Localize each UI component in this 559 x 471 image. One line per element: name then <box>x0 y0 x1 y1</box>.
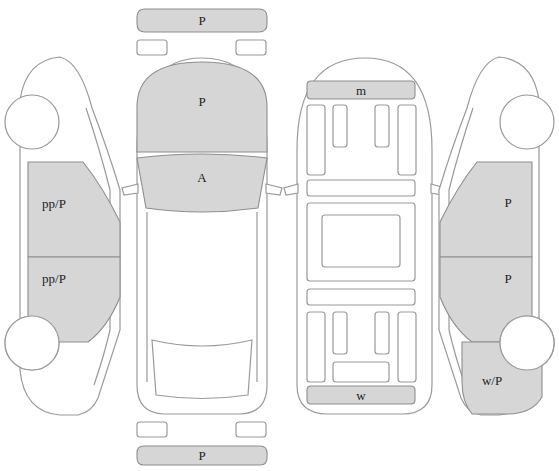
damage-code: P <box>198 95 205 108</box>
panel-mark: pp/P <box>28 162 120 257</box>
panel-mark: w <box>307 386 415 404</box>
damage-code: w/P <box>482 374 502 387</box>
damage-code: w <box>356 389 365 402</box>
damage-code: pp/P <box>42 197 66 210</box>
panel-outline <box>307 81 415 99</box>
panel-mark: P <box>137 62 267 152</box>
panel-shading <box>440 162 532 257</box>
wheel-symbol <box>500 316 554 370</box>
damage-code: P <box>504 272 511 285</box>
panel-outline <box>137 154 267 212</box>
damage-code: pp/P <box>42 272 66 285</box>
damage-code: P <box>198 14 205 27</box>
panel-outline <box>137 446 267 465</box>
damage-code: P <box>198 449 205 462</box>
panel-outline <box>440 162 532 257</box>
damage-code: m <box>356 84 366 97</box>
panel-outline <box>137 62 267 152</box>
wheel-symbol <box>5 316 59 370</box>
panel-mark: m <box>307 81 415 99</box>
panel-outline <box>137 9 267 32</box>
panel-mark: P <box>137 9 267 32</box>
panel-shading <box>28 162 120 257</box>
panel-shading <box>28 257 120 342</box>
damage-code: P <box>504 196 511 209</box>
panel-mark: P <box>440 162 532 257</box>
panel-outline <box>28 162 120 257</box>
panel-mark: A <box>137 150 267 213</box>
panel-mark: w/P <box>462 342 542 414</box>
damage-code: A <box>197 171 206 184</box>
wheel-symbol <box>500 316 554 370</box>
panel-outline <box>307 386 415 404</box>
panel-mark: pp/P <box>28 257 120 342</box>
panel-mark: P <box>137 446 267 465</box>
